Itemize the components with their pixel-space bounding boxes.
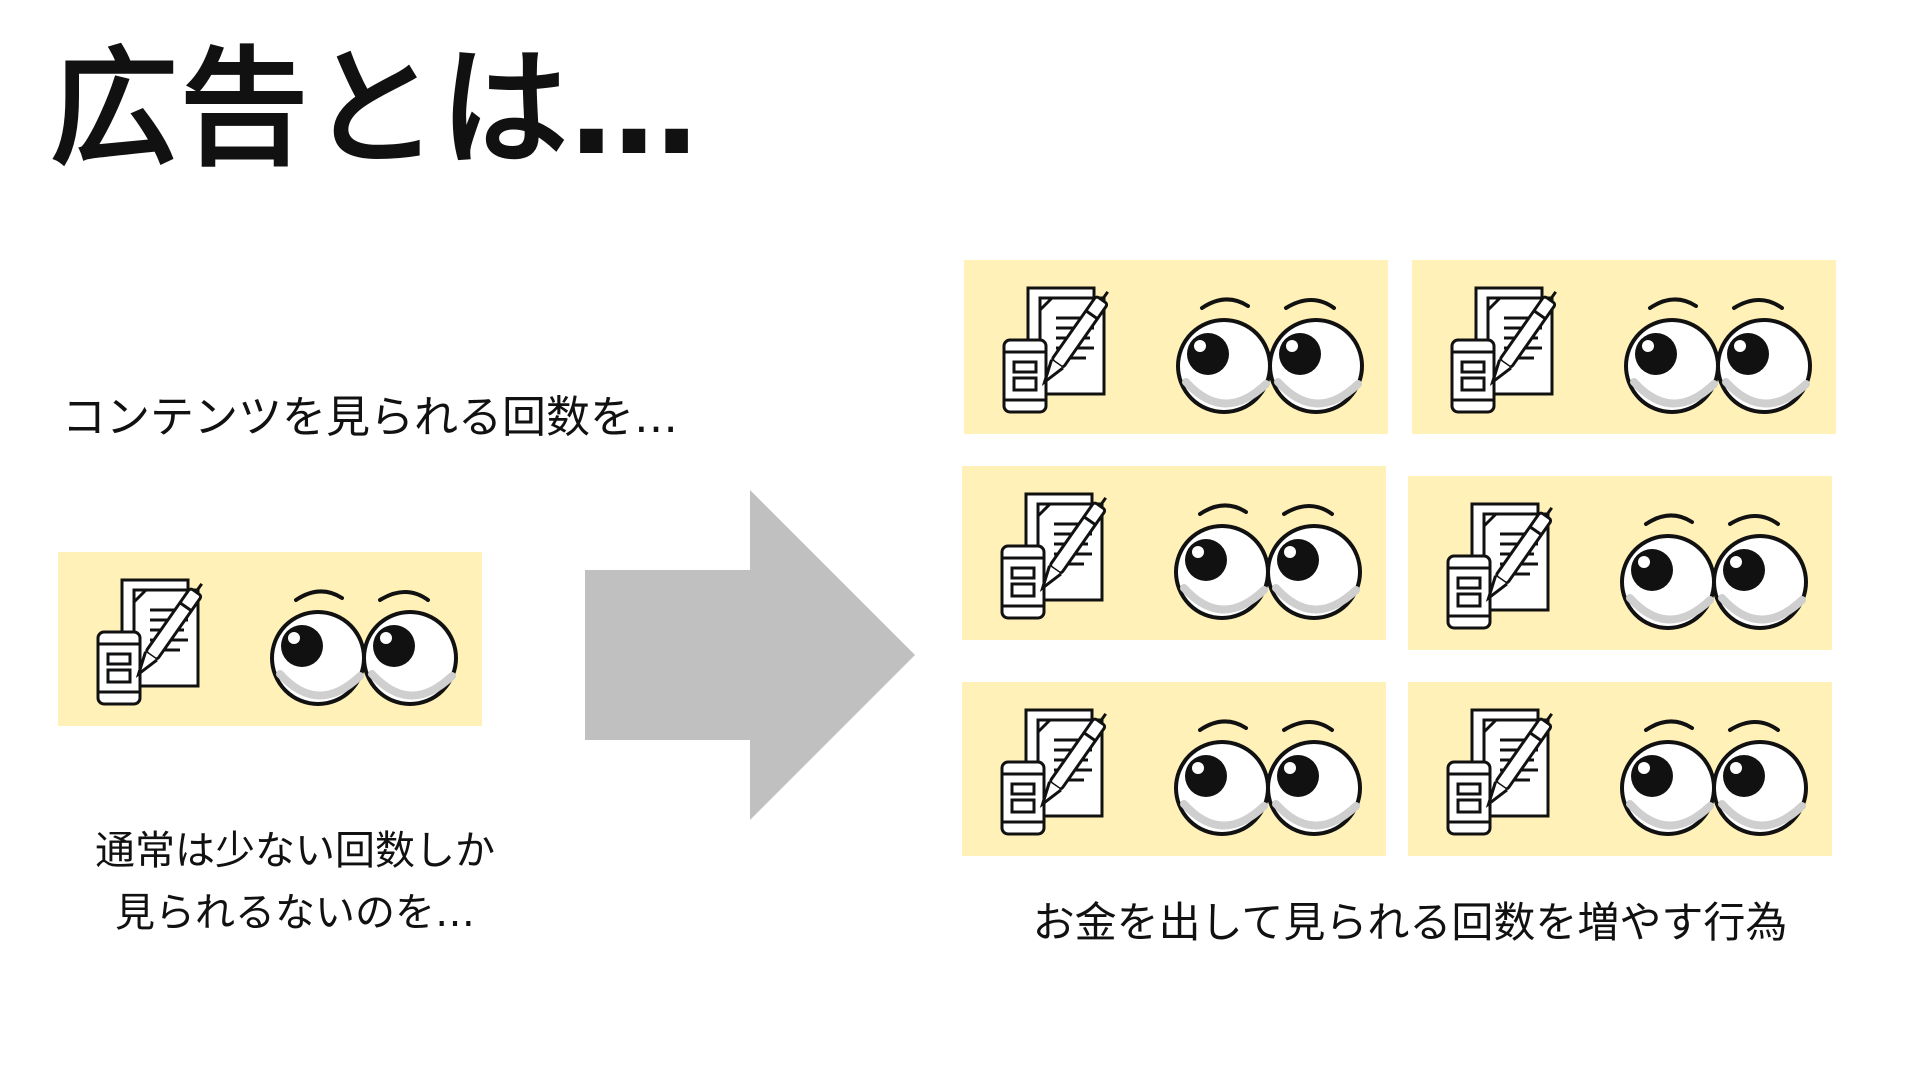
left-note: 通常は少ない回数しか 見られるないのを… (60, 820, 530, 944)
eyes-icon (1176, 505, 1360, 618)
document-phone-pen-icon (1446, 708, 1559, 836)
ad-view-card-3 (962, 466, 1386, 640)
slide-title: 広告とは… (50, 35, 701, 184)
eyes-icon (1176, 721, 1360, 834)
document-phone-pen-icon (1000, 708, 1113, 836)
eyes-icon (1626, 299, 1810, 412)
document-phone-pen-icon (1002, 286, 1115, 414)
document-phone-pen-icon (1000, 492, 1113, 620)
subtitle: コンテンツを見られる回数を… (62, 392, 678, 443)
eyes-icon (272, 591, 456, 704)
ad-view-card-4 (1408, 476, 1832, 650)
ad-view-card-2 (1412, 260, 1836, 434)
arrow-shape (585, 490, 915, 820)
normal-view-card (58, 552, 482, 726)
left-note-line-1: 通常は少ない回数しか (95, 828, 495, 874)
eyes-icon (1622, 721, 1806, 834)
right-arrow-icon (585, 490, 915, 820)
document-phone-pen-icon (96, 578, 209, 706)
eyes-icon (1622, 515, 1806, 628)
ad-view-card-1 (964, 260, 1388, 434)
ad-view-card-6 (1408, 682, 1832, 856)
ad-view-card-5 (962, 682, 1386, 856)
document-phone-pen-icon (1446, 502, 1559, 630)
eyes-icon (1178, 299, 1362, 412)
left-note-line-2: 見られるないのを… (115, 890, 475, 936)
document-phone-pen-icon (1450, 286, 1563, 414)
right-note: お金を出して見られる回数を増やす行為 (1032, 898, 1788, 947)
